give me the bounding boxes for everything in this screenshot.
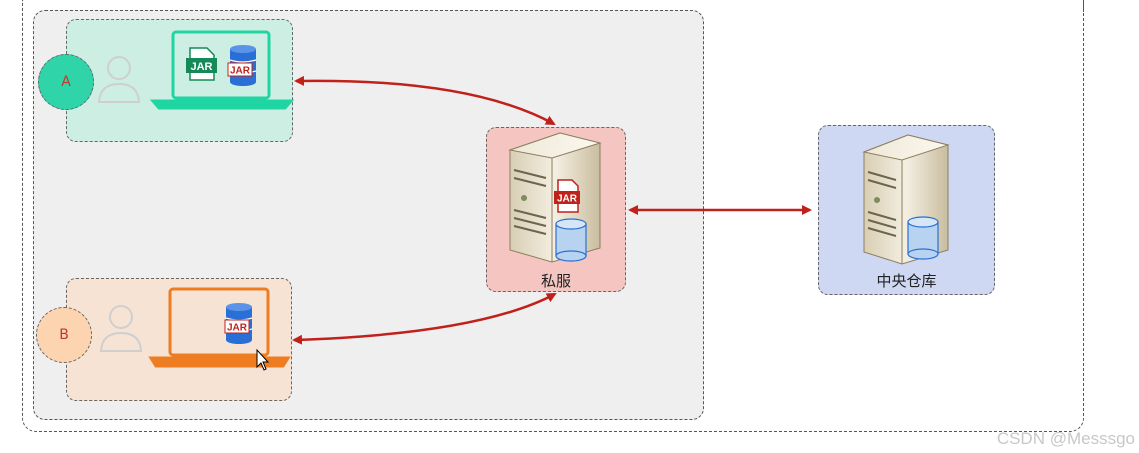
developer-b-badge: B: [36, 307, 92, 363]
laptop-icon-b: [148, 287, 291, 368]
outer-frame: [22, 0, 1084, 432]
developer-b-badge-label: B: [59, 327, 69, 343]
developer-b-box: [66, 278, 292, 401]
jar-file-icon-server: JAR: [554, 179, 580, 213]
person-icon-b: [99, 305, 143, 352]
private-server-label: 私服: [540, 272, 571, 290]
central-repo-label: 中央仓库: [876, 272, 937, 290]
database-icon-central: [907, 216, 939, 260]
watermark: CSDN @Messsgo: [996, 429, 1135, 448]
db-jar-label-b: JAR: [227, 323, 248, 334]
person-icon-a: [97, 56, 141, 103]
database-icon-a: JAR: [227, 45, 257, 86]
arrow-a-to-private-server: [294, 75, 556, 126]
developer-a-badge-label: A: [61, 74, 71, 90]
arrow-b-to-private-server: [292, 292, 557, 345]
jar-label-server: JAR: [557, 194, 578, 205]
developer-a-badge: A: [38, 54, 94, 110]
jar-file-icon-a: JAR: [186, 47, 217, 81]
database-icon-b: JAR: [224, 303, 253, 344]
database-icon-server: [555, 218, 587, 262]
laptop-icon-a: [149, 30, 295, 110]
db-jar-label-a: JAR: [230, 66, 251, 77]
mouse-cursor-icon: [256, 348, 270, 371]
jar-label-a: JAR: [190, 61, 212, 73]
